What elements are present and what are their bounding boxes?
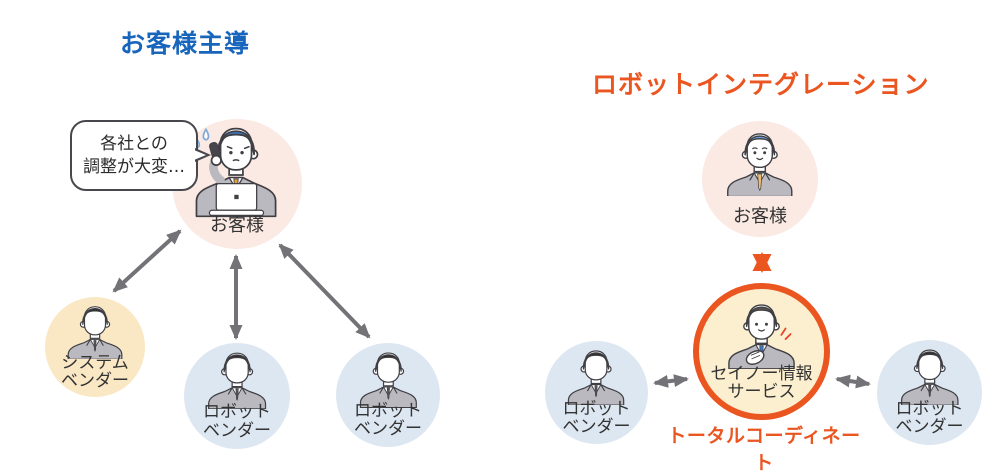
integrator-circle: セイノー情報 サービス [693, 283, 830, 420]
system-vendor-circle: システム ベンダー [45, 297, 145, 397]
system-vendor-label-line1: システム [61, 353, 129, 373]
system-vendor-label: システム ベンダー [45, 353, 145, 392]
speech-bubble-line1: 各社との [100, 134, 168, 155]
arrow-customer-to-robot-vendor2 [278, 243, 371, 339]
robot-vendor-illustration [568, 350, 625, 406]
total-coordinate-caption: トータルコーディネート [667, 425, 861, 474]
integrator-illustration [728, 304, 795, 369]
right-panel-title: ロボットインテグレーション [592, 70, 930, 99]
left-robot-vendor1-circle: ロボット ベンダー [184, 343, 290, 449]
busy-customer-illustration [194, 128, 277, 218]
integrator-label-line1: セイノー情報 [710, 364, 813, 385]
robot-vendor-illustration [900, 349, 959, 406]
left-robot-vendor2-circle: ロボット ベンダー [336, 343, 440, 447]
robot-vendor-illustration [207, 352, 267, 410]
integrator-label: セイノー情報 サービス [699, 364, 824, 403]
left-customer-circle: お客様 [172, 119, 302, 249]
left-customer-label: お客様 [210, 215, 264, 236]
right-robot-vendor2-line1: ロボット [895, 398, 964, 419]
speech-bubble-line2: 調整が大変… [83, 156, 185, 177]
right-robot-vendor2-line2: ベンダー [895, 417, 964, 438]
arrow-integrator-to-left-vendor [653, 374, 689, 388]
arrow-customer-to-system-vendor [112, 229, 182, 293]
customer-illustration [727, 133, 793, 197]
right-customer-label: お客様 [733, 206, 787, 227]
left-robot-vendor2-line1: ロボット [354, 401, 422, 422]
left-robot-vendor2-label: ロボット ベンダー [336, 401, 440, 440]
integrator-label-line2: サービス [727, 382, 796, 403]
left-robot-vendor2-line2: ベンダー [354, 419, 422, 440]
left-panel-title: お客様主導 [120, 29, 251, 58]
right-robot-vendor2-label: ロボット ベンダー [877, 398, 982, 438]
arrow-integrator-to-right-vendor [835, 374, 871, 389]
right-customer-circle: お客様 [702, 121, 818, 237]
right-robot-vendor1-line1: ロボット [562, 398, 631, 419]
left-robot-vendor1-line1: ロボット [203, 402, 271, 423]
robot-vendor-illustration [359, 352, 417, 408]
left-robot-vendor1-label: ロボット ベンダー [184, 402, 290, 441]
right-robot-vendor2-circle: ロボット ベンダー [877, 340, 982, 445]
right-robot-vendor1-label: ロボット ベンダー [545, 398, 648, 437]
speech-bubble: 各社との 調整が大変… [70, 120, 211, 191]
right-robot-vendor1-circle: ロボット ベンダー [545, 341, 648, 444]
left-robot-vendor1-line2: ベンダー [203, 420, 271, 441]
system-vendor-illustration [67, 306, 123, 360]
system-vendor-label-line2: ベンダー [61, 371, 129, 392]
right-robot-vendor1-line2: ベンダー [562, 416, 631, 437]
